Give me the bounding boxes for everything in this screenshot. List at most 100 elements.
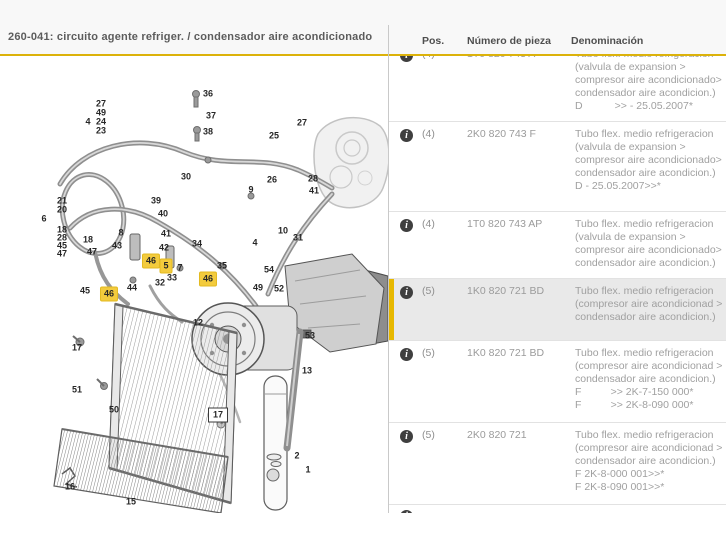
diagram-callout-47[interactable]: 47 xyxy=(56,248,68,259)
diagram-callout-23[interactable]: 23 xyxy=(95,125,107,136)
diagram-callout-18[interactable]: 18 xyxy=(56,224,68,235)
diagram-callout-46[interactable]: 46 xyxy=(100,287,118,301)
diagram-callout-37[interactable]: 37 xyxy=(205,110,217,121)
info-icon[interactable]: i xyxy=(400,129,413,142)
diagram-callout-32[interactable]: 32 xyxy=(154,277,166,288)
diagram-callout-17[interactable]: 17 xyxy=(207,407,229,423)
diagram-callout-4[interactable]: 4 xyxy=(252,237,258,248)
engine-block-sketch xyxy=(313,116,388,209)
diagram-callout-49[interactable]: 49 xyxy=(95,107,107,118)
diagram-callout-38[interactable]: 38 xyxy=(202,126,214,137)
row-description: Tubo flex. medio refrigeracion (compreso… xyxy=(575,347,723,411)
diagram-callout-47[interactable]: 47 xyxy=(86,246,98,257)
diagram-callout-43[interactable]: 43 xyxy=(111,240,123,251)
diagram-callout-53[interactable]: 53 xyxy=(304,330,316,341)
row-part-number: 1K0 820 721 BD xyxy=(467,347,545,359)
diagram-callout-44[interactable]: 44 xyxy=(126,282,138,293)
diagram-callout-10[interactable]: 10 xyxy=(277,225,289,236)
diagram-callout-12[interactable]: 12 xyxy=(192,317,204,328)
panel-divider xyxy=(388,25,389,513)
diagram-callout-45[interactable]: 45 xyxy=(79,285,91,296)
diagram-callout-2[interactable]: 2 xyxy=(294,450,300,461)
diagram-callout-54[interactable]: 54 xyxy=(263,264,275,275)
row-pos: (5) xyxy=(422,429,435,441)
diagram-callout-7[interactable]: 7 xyxy=(177,262,183,273)
diagram-callout-27[interactable]: 27 xyxy=(95,98,107,109)
row-part-number: 1K0 820 721 BD xyxy=(467,285,545,297)
diagram-callout-45[interactable]: 45 xyxy=(56,240,68,251)
info-icon[interactable]: i xyxy=(400,56,413,62)
refrigerant-hoses xyxy=(57,140,335,424)
info-icon[interactable]: i xyxy=(400,510,413,513)
diagram-callout-24[interactable]: 24 xyxy=(95,116,107,127)
table-row[interactable]: i (4) 1T0 820 743 AP Tubo flex. medio re… xyxy=(389,212,726,279)
row-description: Tubo flex. medio refrigeracion (valvula … xyxy=(575,218,722,269)
diagram-callout-27[interactable]: 27 xyxy=(296,117,308,128)
diagram-callout-46[interactable]: 46 xyxy=(199,272,217,286)
diagram-callout-52[interactable]: 52 xyxy=(273,283,285,294)
diagram-callout-39[interactable]: 39 xyxy=(150,195,162,206)
row-description: Tubo flex. medio refrigeracion (compreso… xyxy=(575,429,723,493)
diagram-callout-51[interactable]: 51 xyxy=(71,384,83,395)
diagram-callout-16[interactable]: 16 xyxy=(64,481,76,492)
table-row[interactable]: i (5) 1K0 820 721 BD Tubo flex. medio re… xyxy=(389,341,726,423)
diagram-callout-46[interactable]: 46 xyxy=(142,254,160,268)
row-description: Tubo flex. medio refrigeracion (valvula … xyxy=(575,128,722,192)
row-description: Tubo flex. medio refrigeracion (valvula … xyxy=(575,56,722,112)
diagram-callout-40[interactable]: 40 xyxy=(157,208,169,219)
table-row[interactable]: i (4) 2K0 820 743 F Tubo flex. medio ref… xyxy=(389,122,726,212)
column-denomination: Denominación xyxy=(571,35,644,47)
diagram-callout-35[interactable]: 35 xyxy=(216,260,228,271)
diagram-callout-42[interactable]: 42 xyxy=(158,242,170,253)
row-pos: (4) xyxy=(422,128,435,140)
radiator-grille xyxy=(53,428,229,513)
diagram-callout-30[interactable]: 30 xyxy=(180,171,192,182)
diagram-callout-25[interactable]: 25 xyxy=(268,130,280,141)
diagram-drawing xyxy=(53,90,388,513)
diagram-callout-15[interactable]: 15 xyxy=(125,496,137,507)
info-icon[interactable]: i xyxy=(400,219,413,232)
row-part-number: 1T0 820 743 AP xyxy=(467,218,543,230)
diagram-callout-31[interactable]: 31 xyxy=(292,232,304,243)
title-bar: 260-041: circuito agente refriger. / con… xyxy=(0,0,726,54)
diagram-callout-9[interactable]: 9 xyxy=(248,184,254,195)
diagram-callout-1[interactable]: 1 xyxy=(305,464,311,475)
diagram-callout-5[interactable]: 5 xyxy=(160,259,172,273)
table-row[interactable]: i xyxy=(389,505,726,513)
splash-shield xyxy=(284,253,388,353)
diagram-callout-18[interactable]: 18 xyxy=(82,234,94,245)
info-icon[interactable]: i xyxy=(400,286,413,299)
info-icon[interactable]: i xyxy=(400,430,413,443)
diagram-callout-8[interactable]: 8 xyxy=(118,227,124,238)
row-pos: (4) xyxy=(422,218,435,230)
parts-table[interactable]: i (4) 1T0 820 743 A Tubo flex. medio ref… xyxy=(389,56,726,513)
diagram-callout-26[interactable]: 26 xyxy=(266,174,278,185)
info-icon[interactable]: i xyxy=(400,348,413,361)
row-part-number: 1T0 820 743 A xyxy=(467,56,535,60)
diagram-callout-33[interactable]: 33 xyxy=(166,272,178,283)
diagram-callout-20[interactable]: 20 xyxy=(56,204,68,215)
diagram-callout-36[interactable]: 36 xyxy=(202,88,214,99)
row-description: Tubo flex. medio refrigeracion (compreso… xyxy=(575,285,723,323)
diagram-callout-34[interactable]: 34 xyxy=(191,238,203,249)
table-row[interactable]: i (5) 2K0 820 721 Tubo flex. medio refri… xyxy=(389,423,726,505)
diagram-callout-41[interactable]: 41 xyxy=(160,228,172,239)
page-title: 260-041: circuito agente refriger. / con… xyxy=(8,31,373,43)
diagram-callout-17[interactable]: 17 xyxy=(71,342,83,353)
row-pos: (4) xyxy=(422,56,435,60)
diagram-callout-28[interactable]: 28 xyxy=(307,173,319,184)
diagram-callout-41[interactable]: 41 xyxy=(308,185,320,196)
diagram-callout-49[interactable]: 49 xyxy=(252,282,264,293)
diagram-callout-4[interactable]: 4 xyxy=(85,116,91,127)
diagram-callout-13[interactable]: 13 xyxy=(301,365,313,376)
table-row-selected[interactable]: i (5) 1K0 820 721 BD Tubo flex. medio re… xyxy=(389,279,726,341)
table-row[interactable]: i (4) 1T0 820 743 A Tubo flex. medio ref… xyxy=(389,56,726,122)
header-rule xyxy=(0,54,726,56)
diagram-callout-28[interactable]: 28 xyxy=(56,232,68,243)
row-part-number: 2K0 820 743 F xyxy=(467,128,536,140)
diagram-callout-6[interactable]: 6 xyxy=(41,213,47,224)
diagram-callout-50[interactable]: 50 xyxy=(108,404,120,415)
diagram-callout-21[interactable]: 21 xyxy=(56,195,68,206)
